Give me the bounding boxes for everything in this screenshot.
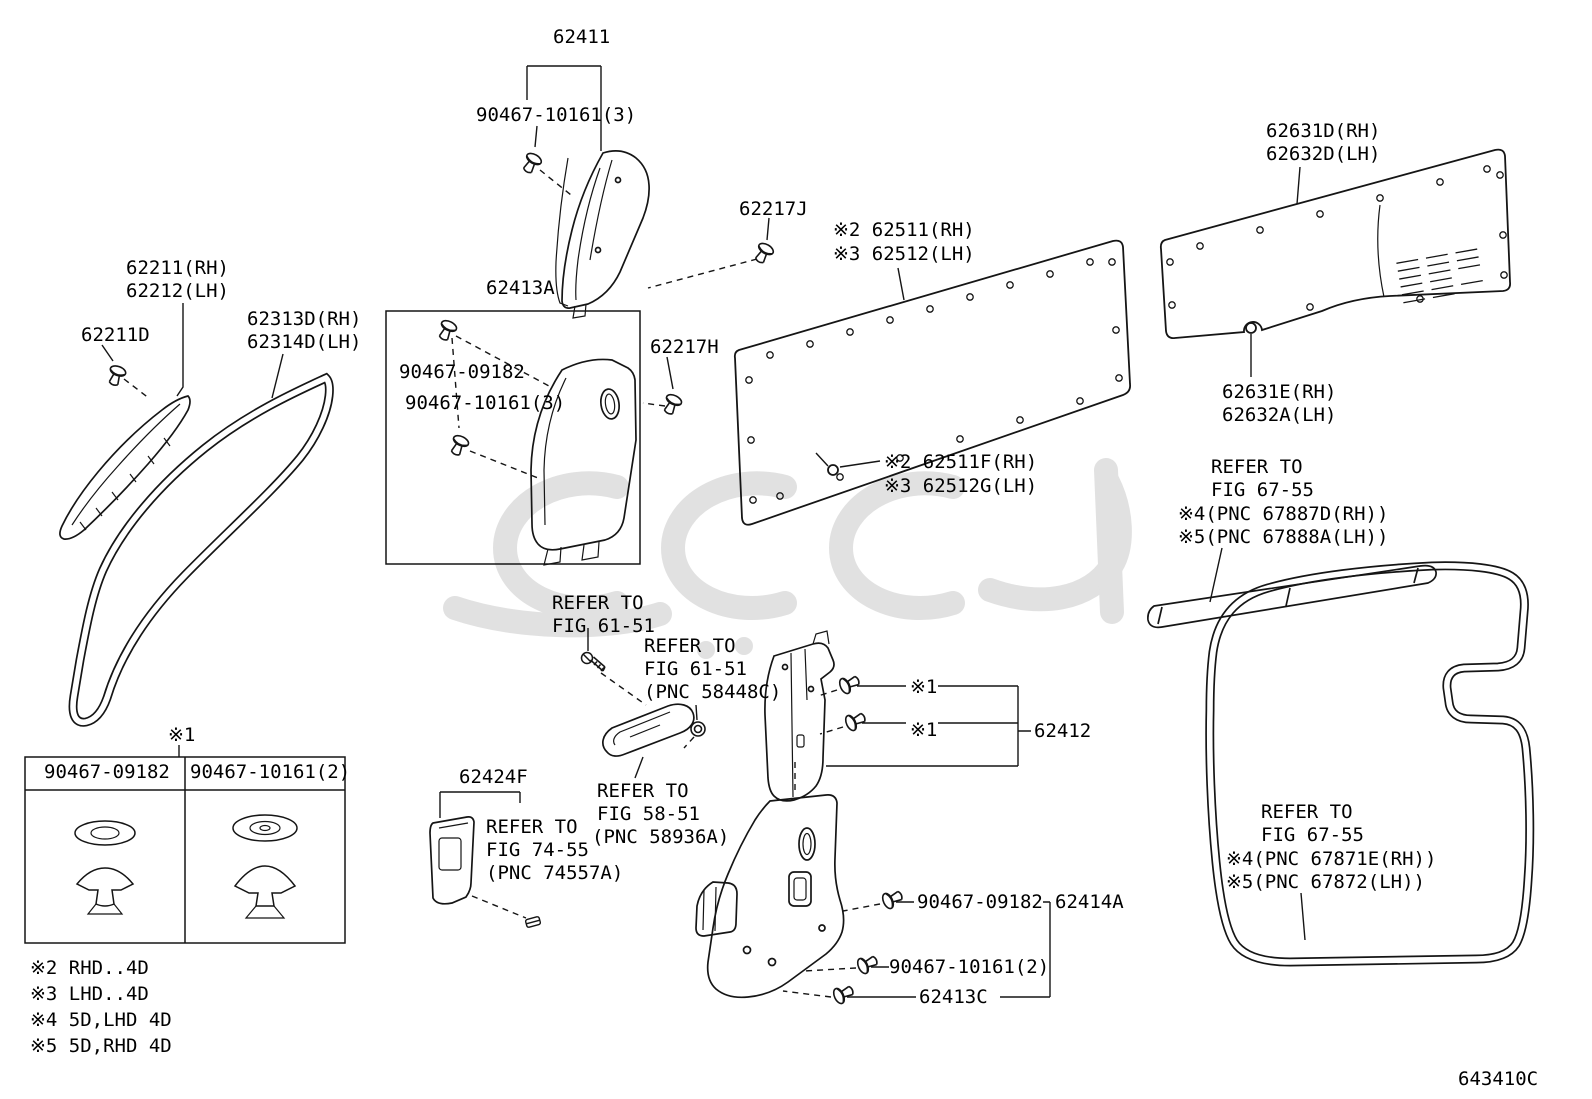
note-fig61-b-line1: REFER TO bbox=[644, 635, 736, 657]
label-62211[interactable]: 62211(RH) bbox=[126, 257, 229, 279]
note-fig74-line2: FIG 74-55 bbox=[486, 839, 589, 861]
label-62413C[interactable]: 62413C bbox=[919, 986, 988, 1008]
label-62511F[interactable]: ※2 62511F(RH) bbox=[884, 451, 1038, 473]
label-90467-10161-bottom[interactable]: 90467-10161(2) bbox=[889, 956, 1050, 978]
label-90467-09182-bottom[interactable]: 90467-09182 bbox=[917, 891, 1043, 913]
art-watermark bbox=[443, 458, 1132, 659]
label-62512[interactable]: ※3 62512(LH) bbox=[833, 243, 975, 265]
label-62631D[interactable]: 62631D(RH) bbox=[1266, 120, 1381, 142]
legend-line-5d-rhd: ※5 5D,RHD 4D bbox=[30, 1035, 172, 1057]
label-62413A[interactable]: 62413A bbox=[486, 277, 555, 299]
art-door-weatherstrip-right bbox=[1205, 561, 1535, 967]
label-62217H[interactable]: 62217H bbox=[650, 336, 719, 358]
label-90467-10161-top[interactable]: 90467-10161(3) bbox=[476, 104, 637, 126]
art-pillar-garnish-62413C bbox=[695, 794, 845, 999]
label-62313D[interactable]: 62313D(RH) bbox=[247, 308, 362, 330]
note-fig61-a-line2: FIG 61-51 bbox=[552, 615, 655, 637]
legend-line-rhd-4d: ※2 RHD..4D bbox=[30, 957, 149, 979]
note-fig67-lower-line3: ※4(PNC 67871E(RH)) bbox=[1226, 848, 1437, 870]
art-door-opening-trim-left bbox=[68, 372, 334, 727]
label-ref-mark-1-lower[interactable]: ※1 bbox=[910, 719, 938, 741]
note-fig58-line1: REFER TO bbox=[597, 780, 689, 802]
label-62414A[interactable]: 62414A bbox=[1055, 891, 1124, 913]
note-fig67-lower-line1: REFER TO bbox=[1261, 801, 1353, 823]
art-assist-grip-handle bbox=[602, 703, 695, 757]
label-62211D[interactable]: 62211D bbox=[81, 324, 150, 346]
note-fig74-line3: (PNC 74557A) bbox=[486, 862, 624, 884]
note-fig67-upper-line1: REFER TO bbox=[1211, 456, 1303, 478]
art-front-pillar-garnish-top bbox=[555, 150, 650, 319]
table-header-90467-09182[interactable]: 90467-09182 bbox=[44, 761, 170, 783]
note-fig61-b-line2: FIG 61-51 bbox=[644, 658, 747, 680]
art-bracket-62424F bbox=[429, 816, 542, 928]
note-fig58-line2: FIG 58-51 bbox=[597, 803, 700, 825]
art-fastener-table bbox=[24, 756, 346, 944]
label-62212[interactable]: 62212(LH) bbox=[126, 280, 229, 302]
art-leader-lines bbox=[101, 65, 1306, 998]
note-fig67-lower-line4: ※5(PNC 67872(LH)) bbox=[1226, 871, 1425, 893]
label-62632A[interactable]: 62632A(LH) bbox=[1222, 404, 1337, 426]
art-belt-molding bbox=[1147, 564, 1437, 629]
note-fig61-a-line1: REFER TO bbox=[552, 592, 644, 614]
art-quarter-trim-panel-right bbox=[1159, 148, 1512, 340]
label-90467-09182-box[interactable]: 90467-09182 bbox=[399, 361, 525, 383]
art-front-pillar-garnish-left bbox=[59, 395, 191, 540]
art-center-pillar-garnish-box bbox=[385, 310, 641, 566]
label-90467-10161-box[interactable]: 90467-10161(3) bbox=[405, 392, 566, 414]
note-fig67-upper-line3: ※4(PNC 67887D(RH)) bbox=[1178, 503, 1389, 525]
note-fig74-line1: REFER TO bbox=[486, 816, 578, 838]
note-fig67-lower-line2: FIG 67-55 bbox=[1261, 824, 1364, 846]
label-ref-mark-1-upper[interactable]: ※1 bbox=[910, 676, 938, 698]
note-fig67-upper-line4: ※5(PNC 67888A(LH)) bbox=[1178, 526, 1389, 548]
table-header-90467-10161[interactable]: 90467-10161(2) bbox=[190, 761, 351, 783]
note-fig67-upper-line2: FIG 67-55 bbox=[1211, 479, 1314, 501]
art-quarter-trim-panel-center bbox=[733, 239, 1132, 526]
label-62512G[interactable]: ※3 62512G(LH) bbox=[884, 475, 1038, 497]
label-62411[interactable]: 62411 bbox=[553, 26, 611, 48]
label-62314D[interactable]: 62314D(LH) bbox=[247, 331, 362, 353]
drawing-code: 643410C bbox=[1458, 1068, 1539, 1090]
label-62217J[interactable]: 62217J bbox=[739, 198, 808, 220]
note-fig58-line3: (PNC 58936A) bbox=[592, 826, 730, 848]
label-62412[interactable]: 62412 bbox=[1034, 720, 1092, 742]
art-pillar-garnish-62412 bbox=[764, 630, 835, 802]
art-dashed-lines bbox=[123, 169, 881, 998]
note-fig61-b-line3: (PNC 58448C) bbox=[644, 681, 782, 703]
label-62424F[interactable]: 62424F bbox=[459, 766, 528, 788]
legend-line-lhd-4d: ※3 LHD..4D bbox=[30, 983, 149, 1005]
label-62511[interactable]: ※2 62511(RH) bbox=[833, 219, 975, 241]
label-62631E[interactable]: 62631E(RH) bbox=[1222, 381, 1337, 403]
legend-line-5d-lhd: ※4 5D,LHD 4D bbox=[30, 1009, 172, 1031]
label-62632D[interactable]: 62632D(LH) bbox=[1266, 143, 1381, 165]
label-ref-mark-1-table[interactable]: ※1 bbox=[168, 724, 196, 746]
